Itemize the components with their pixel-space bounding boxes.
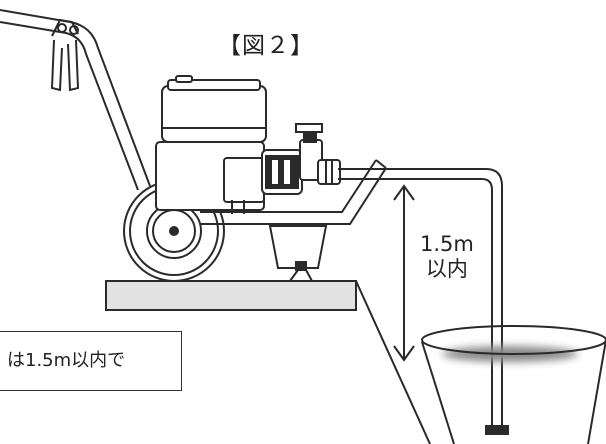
base-frame — [200, 159, 387, 282]
note-box: は1.5m以内で — [0, 331, 182, 391]
ground-platform — [105, 280, 431, 444]
pump-icon — [261, 123, 341, 195]
height-limit-value: 1.5m — [420, 232, 474, 256]
note-text: は1.5m以内で — [7, 350, 126, 371]
double-arrow-icon — [393, 184, 415, 362]
height-limit-label: 1.5m 以内 — [420, 232, 474, 282]
handle-frame — [0, 9, 151, 191]
bucket-icon — [421, 325, 606, 444]
height-limit-unit: 以内 — [425, 257, 468, 281]
engine-icon — [155, 75, 267, 214]
figure-title: 【図２】 — [218, 33, 314, 59]
hose-icon — [338, 168, 509, 435]
